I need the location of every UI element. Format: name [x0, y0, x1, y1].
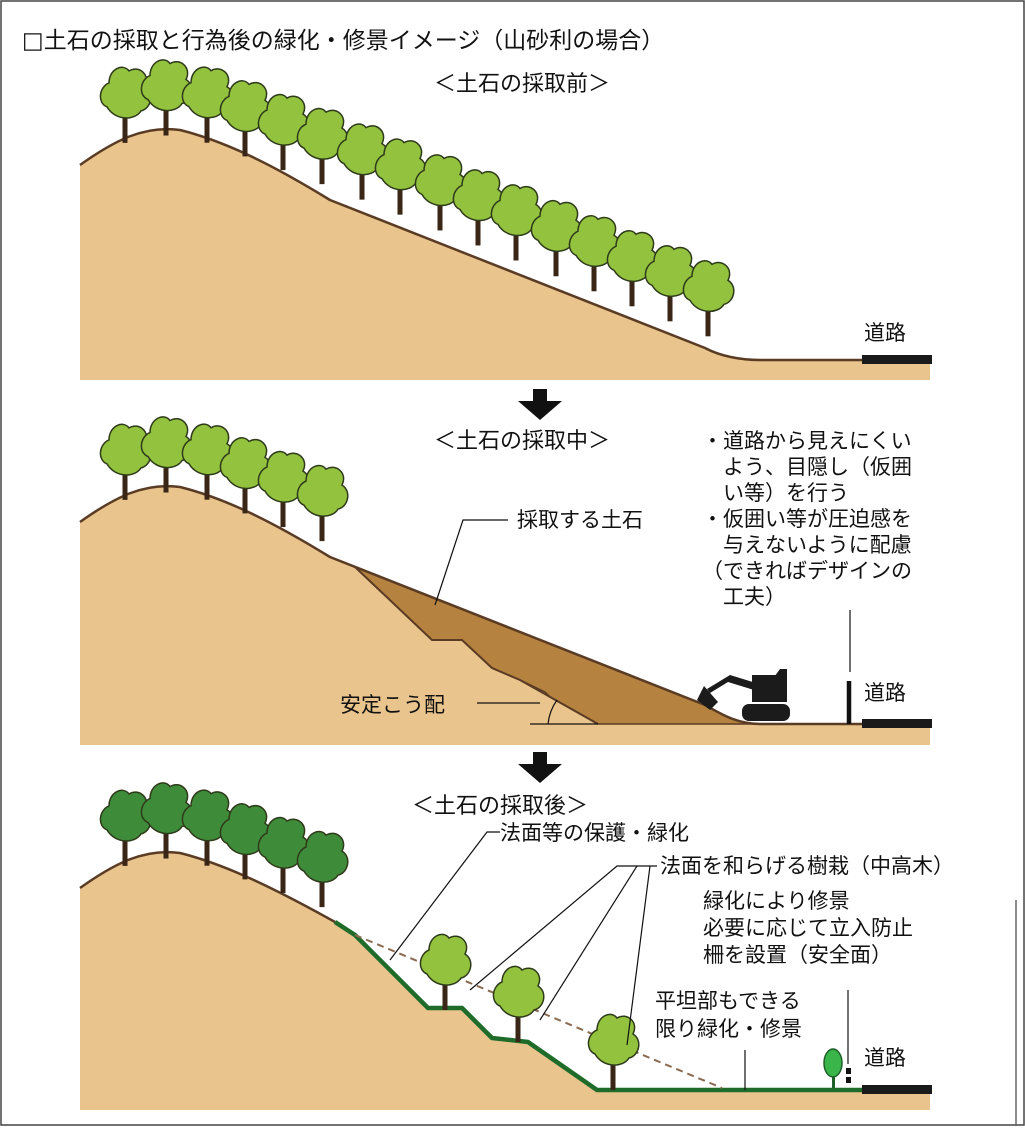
tree-icon [296, 830, 349, 908]
diagram-heading: □土石の採取と行為後の緑化・修景イメージ（山砂利の場合） [22, 28, 664, 54]
panel-before-title: ＜土石の採取前＞ [434, 72, 610, 97]
arrow-down-icon [518, 389, 562, 420]
hill-during [80, 486, 930, 745]
panel-after: ＜土石の採取後＞ 道路 法面等の保護・緑化 法面を和らげる樹栽（中高木） 平坦部… [79, 782, 954, 1110]
tree-icon [99, 789, 152, 866]
panel-after-title: ＜土石の採取後＞ [412, 794, 588, 819]
ground-line-during [79, 484, 930, 726]
fence-note-line: 与えないように配慮 [702, 533, 912, 557]
fence-note: ・道路から見えにくい よう、目隠し（仮囲 い等）を行う ・仮囲い等が圧迫感を 与… [702, 429, 919, 609]
cut-line-during [354, 566, 599, 725]
tree-row-after [99, 782, 349, 908]
extraction-leader [434, 519, 508, 606]
tree-icon [296, 107, 349, 185]
ground-line-before [79, 127, 930, 362]
planting-leader-1 [469, 865, 657, 991]
tree-icon [587, 1013, 640, 1090]
tree-icon [140, 782, 193, 859]
road-label-before: 道路 [864, 321, 906, 345]
label-landscape: 緑化により修景 必要に応じて立入防止 柵を設置（安全面） [703, 889, 920, 967]
planting-leader-2 [539, 865, 638, 1021]
protection-leader [389, 831, 500, 961]
tree-icon [140, 59, 193, 136]
label-landscape-line: 必要に応じて立入防止 [703, 916, 913, 940]
fence-note-line: 工夫） [702, 585, 786, 609]
tree-icon [99, 66, 152, 143]
original-slope-dashed [354, 934, 723, 1089]
tree-icon [419, 933, 472, 1010]
road-after [862, 1085, 932, 1094]
road-label-after: 道路 [864, 1046, 906, 1070]
label-stable-slope: 安定こう配 [340, 693, 445, 717]
green-slope-line [333, 920, 862, 1093]
road-label-during: 道路 [864, 681, 906, 705]
fence-post [846, 1068, 851, 1074]
tree-row-before [99, 59, 735, 337]
road-during [862, 719, 932, 728]
ground-line-after [79, 850, 336, 924]
fence-note-line: ・仮囲い等が圧迫感を [702, 507, 912, 531]
tree-icon [140, 416, 193, 493]
arrow-down-icon [518, 752, 562, 783]
small-tree-icon [823, 1048, 843, 1088]
label-landscape-line: 緑化により修景 [703, 889, 850, 913]
hill-before [80, 129, 930, 380]
tree-icon [682, 260, 735, 337]
hill-after [80, 852, 930, 1110]
label-slope-protection: 法面等の保護・緑化 [500, 821, 689, 845]
fence-note-line: い等）を行う [702, 481, 849, 505]
road-before [862, 355, 932, 364]
label-flat-line: 平坦部もできる [655, 989, 801, 1013]
panel-before: ＜土石の採取前＞ 道路 [79, 59, 932, 380]
tree-icon [374, 138, 427, 215]
fence-note-line: よう、目隠し（仮囲 [702, 455, 912, 479]
label-extracted-soil: 採取する土石 [517, 508, 643, 532]
label-landscape-line: 柵を設置（安全面） [703, 943, 892, 967]
panel-during: ＜土石の採取中＞ 安定こう配 採取する土石 道路 ・道路から見えにくい よう、目 [79, 416, 932, 745]
fence-note-line: （できればデザインの [702, 559, 912, 583]
label-slope-planting: 法面を和らげる樹栽（中高木） [660, 854, 954, 878]
panel-during-title: ＜土石の採取中＞ [434, 429, 610, 454]
label-flat-line: 限り緑化・修景 [655, 1017, 802, 1041]
tree-row-during [99, 416, 349, 542]
fence-post [846, 1077, 851, 1083]
tree-icon [492, 965, 545, 1042]
tree-icon [490, 184, 543, 261]
planting-leader-3 [626, 865, 651, 1046]
excavator-icon [697, 669, 790, 721]
angle-arc [547, 699, 558, 725]
tree-icon [296, 464, 349, 542]
fence-note-line: ・道路から見えにくい [702, 429, 912, 453]
tree-icon [99, 423, 152, 500]
slope-trees [419, 933, 640, 1090]
label-flat-area: 平坦部もできる 限り緑化・修景 [655, 989, 807, 1041]
